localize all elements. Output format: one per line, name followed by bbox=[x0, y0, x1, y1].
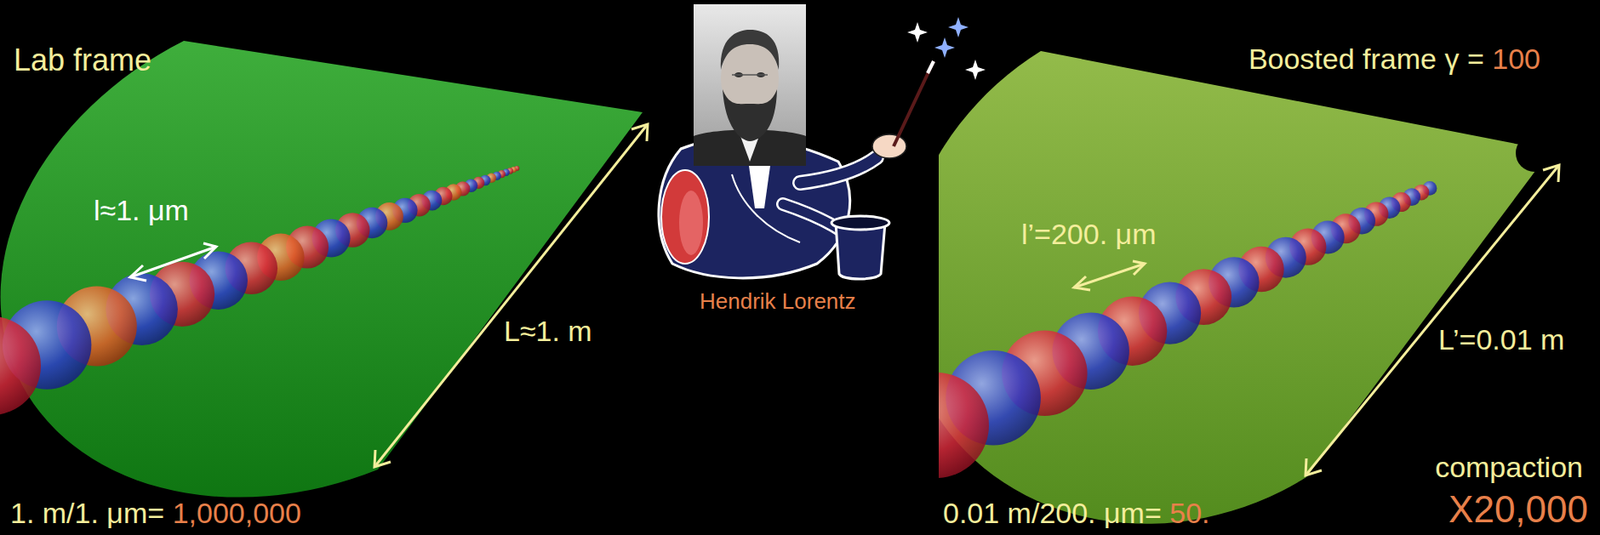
ratio-label: 50. bbox=[1169, 497, 1210, 530]
ratio-label: 1,000,000 bbox=[172, 497, 302, 530]
arrow-head bbox=[1074, 261, 1145, 291]
dimension-arrow bbox=[130, 124, 1560, 476]
label-group: Boosted frame γ =100 bbox=[1248, 42, 1541, 76]
frame-title: 100 bbox=[1491, 42, 1541, 75]
label-group: L≈1. m bbox=[503, 314, 593, 349]
dimension-arrow bbox=[1074, 263, 1145, 288]
dimension-arrow bbox=[130, 246, 217, 278]
label-group: l’=200. μm bbox=[1021, 217, 1157, 252]
sparkle bbox=[934, 37, 955, 58]
label-group: Hendrik Lorentz bbox=[699, 289, 857, 315]
hand bbox=[872, 134, 907, 159]
sparkle bbox=[948, 17, 969, 38]
magic-wand-tip bbox=[927, 61, 934, 74]
arm bbox=[800, 157, 877, 183]
particle-sphere bbox=[0, 316, 41, 416]
particle-sphere bbox=[938, 372, 989, 479]
shirt-front bbox=[748, 165, 771, 209]
sparkle bbox=[965, 59, 986, 80]
portrait-beard bbox=[722, 89, 778, 142]
ratio-label: 0.01 m/200. μm= bbox=[942, 497, 1162, 530]
portrait-photo bbox=[693, 4, 806, 166]
compaction-factor: X20,000 bbox=[1448, 488, 1589, 531]
portrait-glasses bbox=[731, 74, 768, 76]
caption-label: Hendrik Lorentz bbox=[699, 288, 857, 315]
portrait-hair bbox=[720, 29, 779, 70]
lab-cone bbox=[0, 40, 643, 498]
note-label: compaction bbox=[1434, 451, 1583, 484]
frame-title: Lab frame bbox=[13, 42, 152, 78]
arrow-head bbox=[130, 243, 217, 281]
lab-cone bbox=[0, 40, 643, 498]
sparkle bbox=[907, 22, 928, 43]
coat-lining bbox=[661, 170, 709, 264]
dimension-label: L≈1. m bbox=[503, 314, 593, 348]
dimension-label: L’=0.01 m bbox=[1438, 323, 1565, 356]
top-hat-brim bbox=[831, 216, 890, 230]
dimension-label: l≈1. μm bbox=[93, 194, 189, 227]
cone-opening bbox=[1515, 134, 1554, 172]
label-group: X20,000 bbox=[1448, 488, 1589, 532]
portrait-photo bbox=[693, 4, 806, 166]
label-group: 0.01 m/200. μm=50. bbox=[942, 497, 1211, 531]
sleeve bbox=[782, 204, 843, 232]
frame-title: Boosted frame γ = bbox=[1248, 42, 1485, 75]
arrow-head bbox=[1305, 165, 1560, 476]
particle-beam bbox=[0, 165, 520, 416]
top-hat bbox=[835, 222, 886, 280]
label-group: Lab frame bbox=[13, 42, 152, 78]
label-group: 1. m/1. μm=1,000,000 bbox=[10, 497, 302, 531]
arrow-head bbox=[374, 124, 648, 468]
sleeve bbox=[782, 204, 843, 232]
dimension-label: l’=200. μm bbox=[1021, 217, 1157, 251]
arm bbox=[800, 157, 877, 183]
particle-beam bbox=[938, 181, 1437, 479]
label-group: compaction bbox=[1434, 451, 1583, 485]
magic-wand bbox=[893, 61, 934, 147]
label-group: l≈1. μm bbox=[93, 194, 189, 228]
coat-lining-shade bbox=[679, 190, 703, 256]
dimension-arrow bbox=[374, 124, 648, 468]
label-group: L’=0.01 m bbox=[1438, 323, 1565, 357]
dimension-arrow bbox=[1305, 165, 1560, 476]
ratio-label: 1. m/1. μm= bbox=[10, 497, 165, 530]
